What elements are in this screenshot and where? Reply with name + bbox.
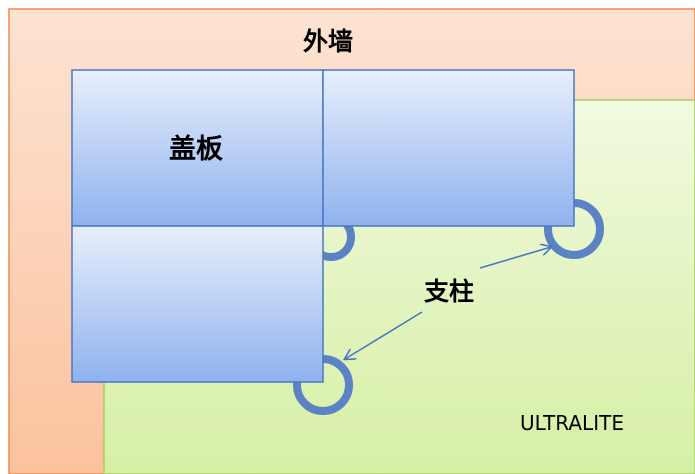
cover-plate-label: 盖板 bbox=[169, 134, 223, 165]
cover-panel-top-left bbox=[71, 69, 324, 227]
cover-panel-bottom-left bbox=[71, 225, 324, 383]
pillar-arrow-lower bbox=[345, 311, 423, 359]
pillar-arrow-upper bbox=[479, 247, 551, 269]
outer-wall-label: 外墙 bbox=[303, 27, 353, 56]
pillar-label: 支柱 bbox=[424, 277, 474, 306]
cover-panel-top-right bbox=[322, 69, 575, 227]
ultralite-label: ULTRALITE bbox=[520, 411, 624, 435]
